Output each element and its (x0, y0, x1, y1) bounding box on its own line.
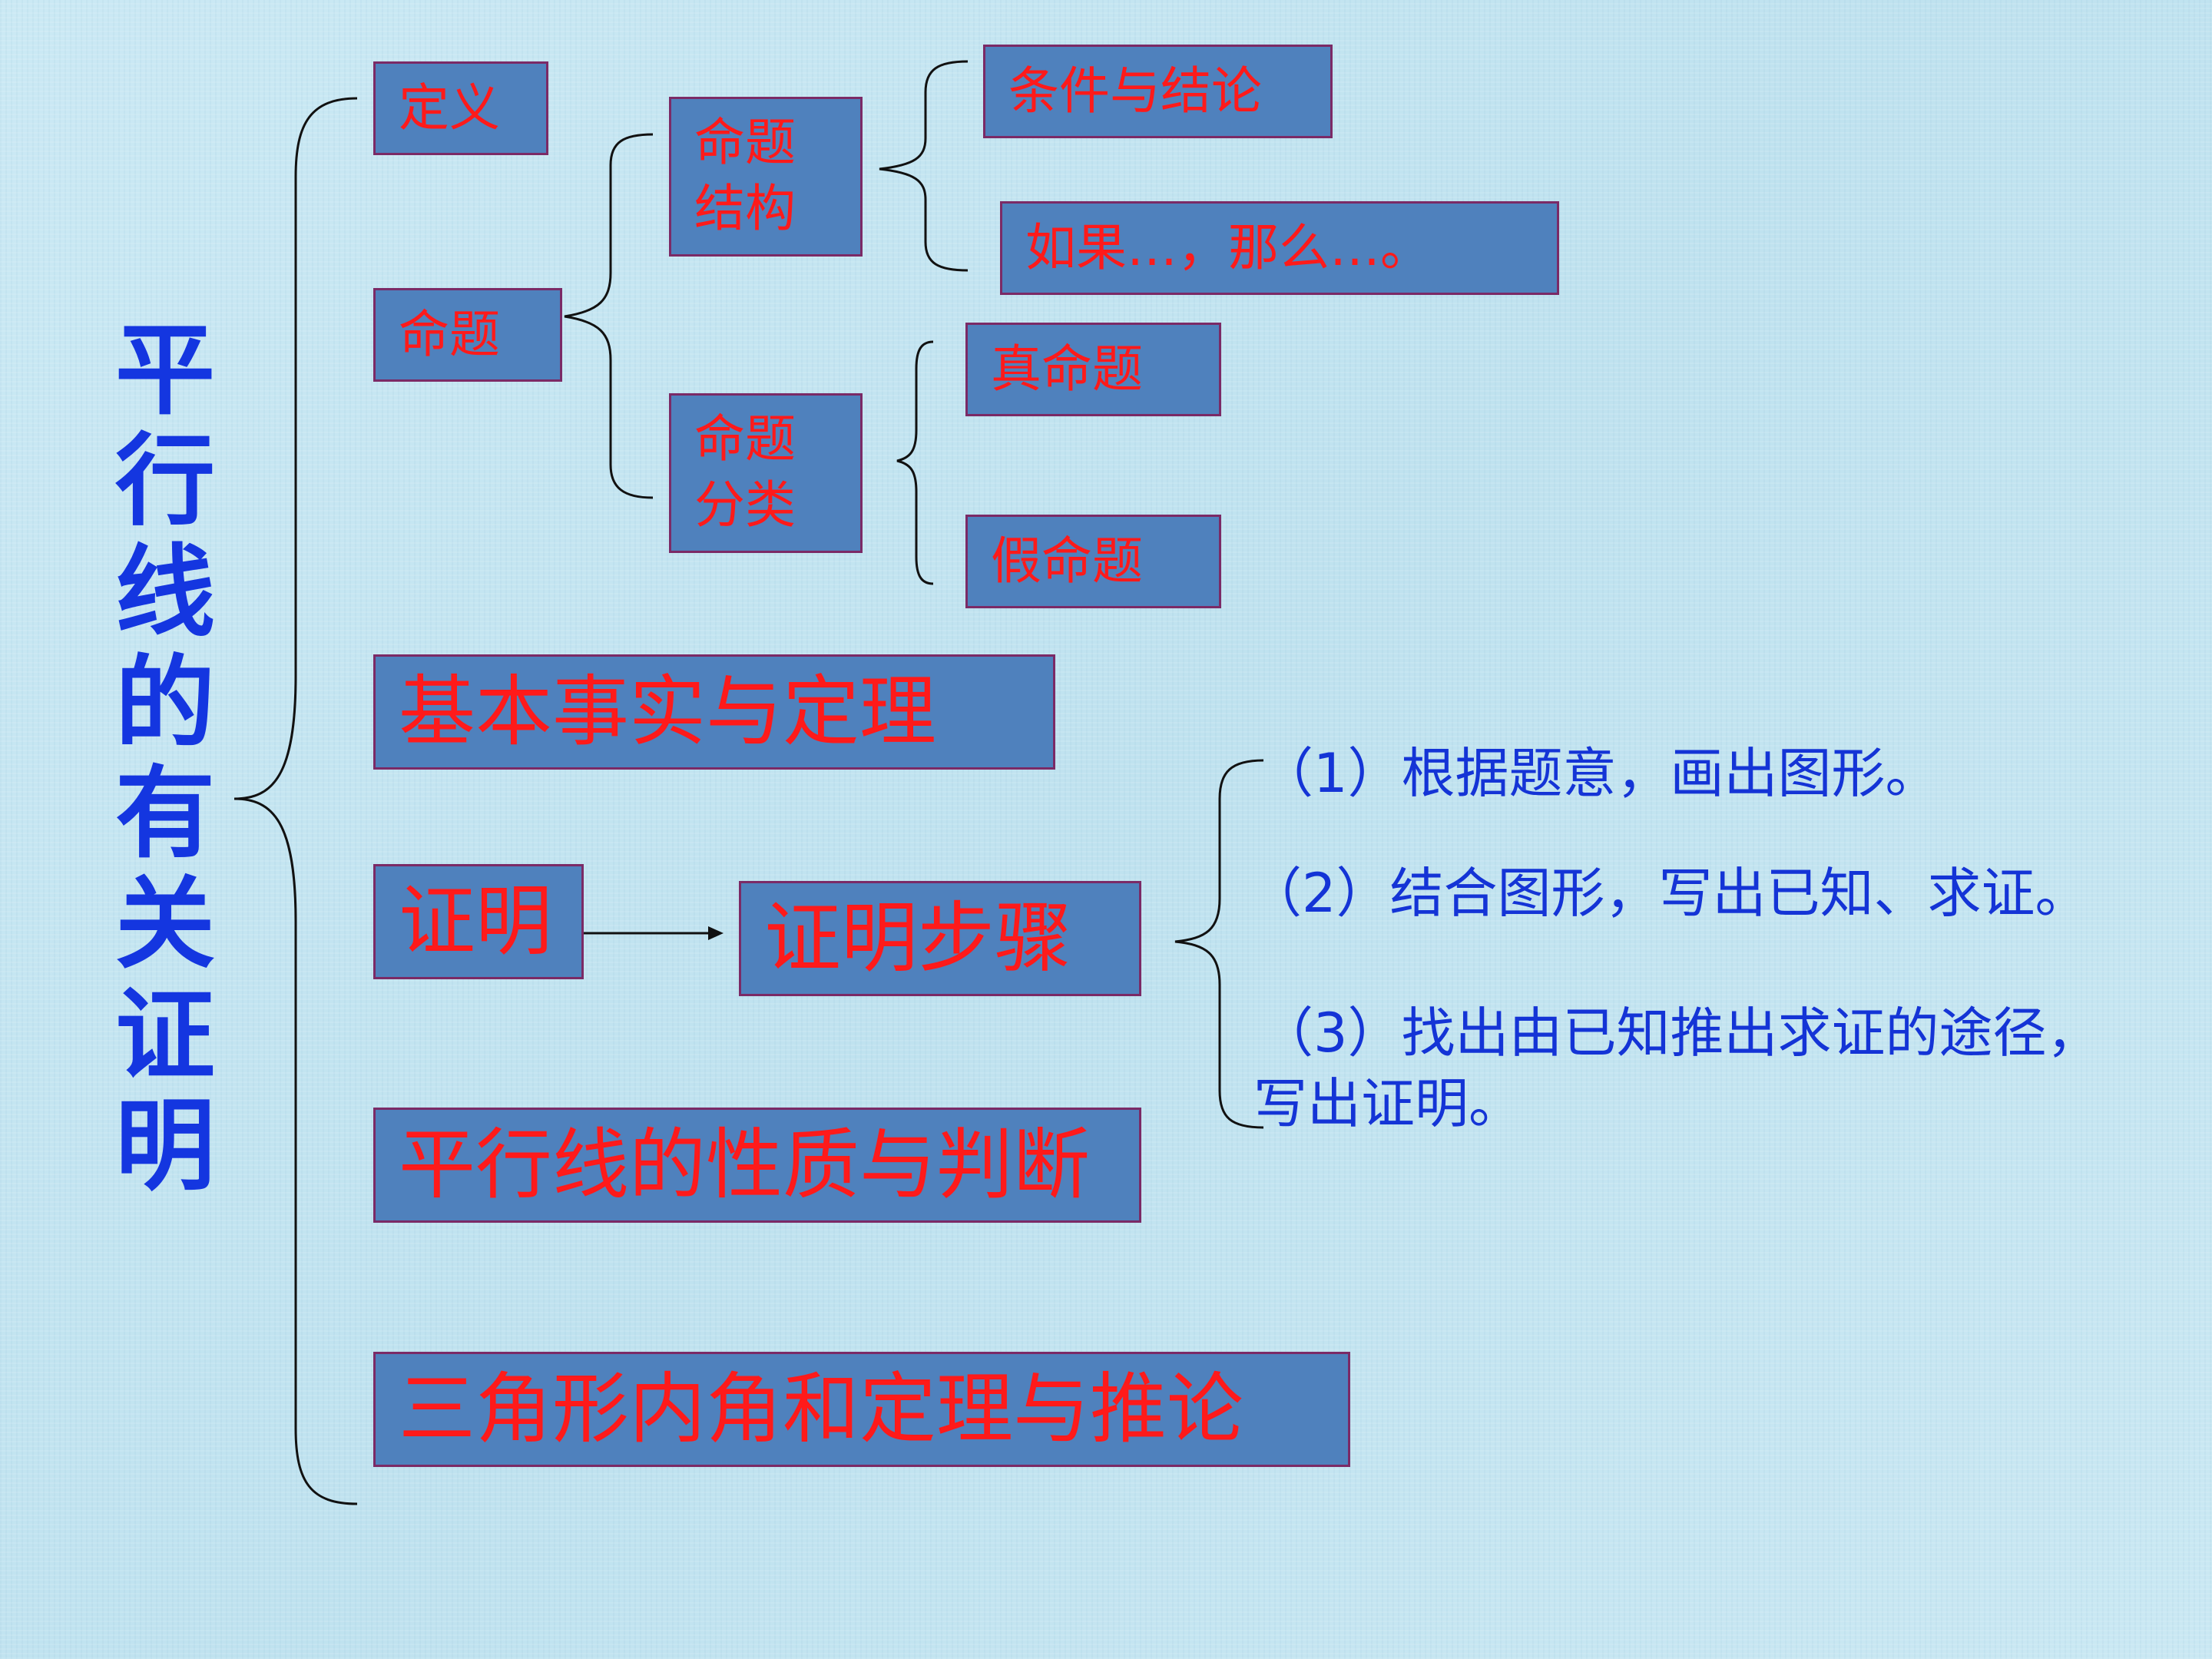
box-proposition-classification: 命题 分类 (669, 393, 863, 553)
box-true-proposition: 真命题 (965, 323, 1221, 416)
main-brace (233, 97, 358, 1505)
box-proposition-classification-label: 命题 分类 (694, 409, 796, 535)
box-proposition-structure-label: 命题 结构 (694, 113, 796, 238)
arrow-head-icon (708, 926, 724, 940)
structure-brace (879, 60, 969, 272)
steps-brace (1174, 759, 1264, 1129)
box-triangle-theorem: 三角形内角和定理与推论 (373, 1352, 1350, 1467)
proof-step-1: （1）根据题意，画出图形。 (1260, 742, 1939, 805)
proof-step-3-continued: 写出证明。 (1253, 1072, 1522, 1135)
box-definition: 定义 (373, 61, 548, 155)
box-basic-facts-theorems: 基本事实与定理 (373, 654, 1055, 770)
proof-step-3: （3）找出由已知推出求证的途径， (1260, 1002, 2101, 1065)
box-condition-conclusion: 条件与结论 (983, 45, 1333, 138)
proposition-brace (564, 133, 654, 499)
classification-brace (896, 340, 934, 585)
proof-step-2: （2）结合图形，写出已知、求证。 (1248, 862, 2089, 925)
diagram-title: 平行线的有关证明 (114, 312, 215, 1205)
box-if-then: 如果…，那么…。 (1000, 201, 1559, 295)
box-proposition-structure: 命题 结构 (669, 97, 863, 257)
box-parallel-properties: 平行线的性质与判断 (373, 1108, 1141, 1223)
box-proof-steps: 证明步骤 (739, 881, 1141, 996)
box-proposition: 命题 (373, 288, 562, 382)
box-proof: 证明 (373, 864, 584, 979)
box-false-proposition: 假命题 (965, 515, 1221, 608)
